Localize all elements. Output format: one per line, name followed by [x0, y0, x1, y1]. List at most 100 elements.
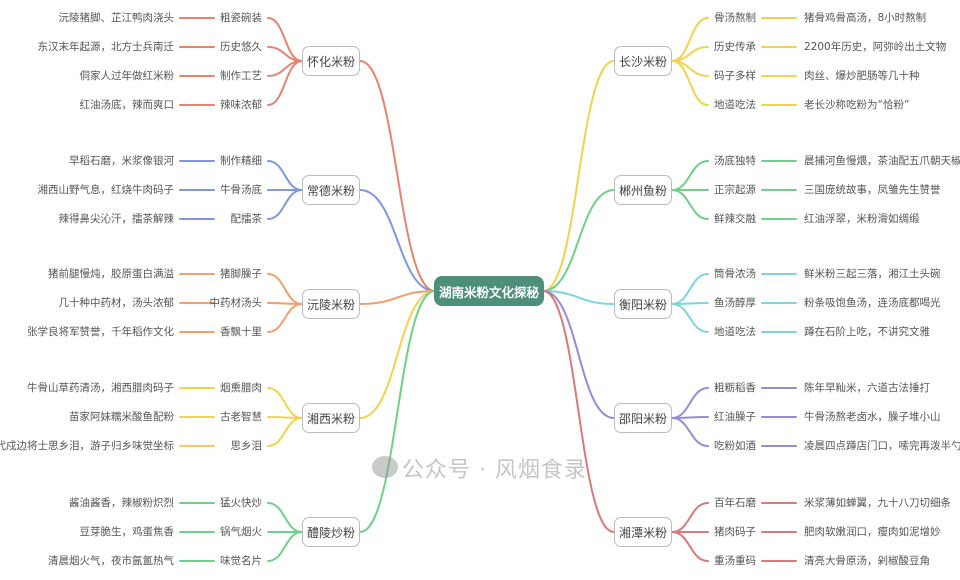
item-link [671, 60, 709, 106]
branch-node-right[interactable]: 长沙米粉 [614, 46, 672, 76]
item-label[interactable]: 锅气烟火 [220, 526, 262, 538]
item-detail: 沅陵猪脚、芷江鸭肉浇头 [58, 12, 175, 24]
center-node[interactable]: 湖南米粉文化探秘 [434, 276, 544, 306]
item-detail: 苗家阿妹糯米酸鱼配粉 [69, 411, 174, 423]
item-link [267, 303, 303, 333]
watermark: 公众号 · 风烟食录 [402, 458, 587, 483]
item-link [671, 160, 709, 191]
item-label[interactable]: 猪肉码子 [714, 526, 756, 538]
branch-node-left[interactable]: 醴陵炒粉 [302, 517, 360, 547]
item-detail: 猪骨鸡骨高汤，8小时熬制 [804, 12, 927, 24]
item-link [671, 303, 709, 333]
item-link [267, 531, 303, 562]
branch-link [542, 189, 615, 292]
item-label[interactable]: 猪脚臊子 [220, 268, 262, 280]
item-label[interactable]: 地道吃法 [714, 326, 756, 338]
item-label[interactable]: 粗瓷碗装 [220, 12, 262, 24]
item-label[interactable]: 制作工艺 [220, 70, 262, 82]
item-label[interactable]: 正宗起源 [714, 184, 756, 196]
item-label[interactable]: 筒骨浓汤 [714, 268, 756, 280]
item-label[interactable]: 猛火快炒 [220, 497, 262, 509]
item-label[interactable]: 百年石磨 [714, 497, 756, 509]
item-link [671, 416, 709, 419]
item-detail: 张学良将军赞誉，千年稻作文化 [27, 326, 174, 338]
item-link [267, 60, 303, 106]
item-detail: 凌晨四点蹲店门口，嗦完再泼半勺 [804, 440, 960, 452]
item-detail: 早稻石磨，米浆像银河 [69, 155, 174, 167]
item-label[interactable]: 制作精细 [220, 155, 262, 167]
item-label[interactable]: 辣味浓郁 [220, 99, 262, 111]
item-label[interactable]: 味觉名片 [220, 555, 262, 567]
item-label[interactable]: 汤底独特 [714, 155, 756, 167]
item-link [267, 387, 303, 419]
item-label[interactable]: 牛骨汤底 [220, 184, 262, 196]
item-label[interactable]: 码子多样 [714, 70, 756, 82]
item-label[interactable]: 香飘十里 [220, 326, 262, 338]
branch-node-right[interactable]: 邵阳米粉 [614, 403, 672, 433]
item-detail: 红油浮翠，米粉滑如绸缎 [804, 213, 920, 225]
item-detail: 清亮大骨原汤，剁椒酸豆角 [804, 555, 930, 567]
item-link [671, 273, 709, 305]
branch-node-left[interactable]: 怀化米粉 [302, 46, 360, 76]
item-label[interactable]: 古老智慧 [220, 411, 262, 423]
item-label[interactable]: 历史传承 [714, 41, 756, 53]
item-detail: 肉丝、爆炒肥肠等几十种 [804, 70, 920, 82]
item-detail: 清代戍边将士思乡泪，游子归乡味觉坐标 [0, 440, 174, 452]
item-link [671, 387, 709, 419]
branch-link [359, 290, 436, 419]
item-detail: 豆芽脆生，鸡蛋焦香 [79, 526, 175, 538]
item-label[interactable]: 重汤重码 [714, 555, 756, 567]
item-detail: 辣得鼻尖沁汗，擂茶解辣 [58, 213, 175, 225]
item-label[interactable]: 地道吃法 [714, 99, 756, 111]
item-link [267, 273, 303, 305]
item-detail: 2200年历史，阿弥岭出土文物 [804, 41, 947, 53]
item-link [671, 531, 709, 562]
item-link [267, 502, 303, 533]
item-detail: 猪前腿慢炖，胶原蛋白满溢 [48, 268, 174, 280]
branch-link [359, 60, 436, 292]
item-label[interactable]: 鲜辣交融 [714, 213, 756, 225]
item-label[interactable]: 鱼汤醇厚 [714, 297, 756, 309]
item-label[interactable]: 吃粉如酒 [714, 440, 756, 452]
item-detail: 晨捕河鱼慢煨，茶油配五爪朝天椒 [804, 155, 960, 167]
item-link [267, 416, 303, 419]
item-detail: 蹲在石阶上吃，不讲究文雅 [804, 326, 930, 338]
item-link [671, 417, 709, 447]
item-detail: 酱油酱香，辣椒粉炽烈 [69, 497, 174, 509]
branch-link [542, 290, 615, 419]
item-detail: 东汉末年起源，北方士兵南迁 [37, 41, 175, 53]
item-label[interactable]: 思乡泪 [230, 440, 263, 452]
branch-node-right[interactable]: 郴州鱼粉 [614, 175, 672, 205]
wechat-logo-icon [372, 456, 398, 478]
item-label[interactable]: 红油臊子 [714, 411, 756, 423]
item-detail: 清晨烟火气，夜市氤氲热气 [48, 555, 174, 567]
item-label[interactable]: 历史悠久 [220, 41, 262, 53]
branch-link [359, 290, 436, 305]
item-link [267, 417, 303, 447]
item-detail: 红油汤底，辣而爽口 [79, 99, 175, 111]
item-label[interactable]: 骨汤熬制 [714, 12, 756, 24]
item-link [671, 189, 709, 220]
branch-node-left[interactable]: 常德米粉 [302, 175, 360, 205]
branch-link [542, 290, 615, 533]
branch-node-left[interactable]: 湘西米粉 [302, 403, 360, 433]
item-label[interactable]: 粗粝稻香 [714, 382, 756, 394]
item-detail: 陈年早籼米，六道古法捶打 [804, 382, 930, 394]
item-link [671, 502, 709, 533]
item-label[interactable]: 烟熏腊肉 [220, 382, 262, 394]
item-detail: 鲜米粉三起三落，湘江土头碗 [804, 268, 941, 280]
item-detail: 肥肉软嫩润口，瘦肉如泥增妙 [804, 526, 941, 538]
item-link [267, 189, 303, 220]
item-detail: 牛骨汤熬老卤水，臊子堆小山 [804, 411, 941, 423]
item-detail: 老长沙称吃粉为“恰粉” [804, 99, 910, 111]
item-label[interactable]: 配擂茶 [230, 213, 263, 225]
item-link [267, 302, 303, 305]
branch-link [542, 290, 615, 305]
item-link [671, 302, 709, 305]
branch-node-right[interactable]: 湘潭米粉 [614, 517, 672, 547]
branch-node-right[interactable]: 衡阳米粉 [614, 289, 672, 319]
item-label[interactable]: 中药材汤头 [209, 297, 263, 309]
branch-node-left[interactable]: 沅陵米粉 [302, 289, 360, 319]
